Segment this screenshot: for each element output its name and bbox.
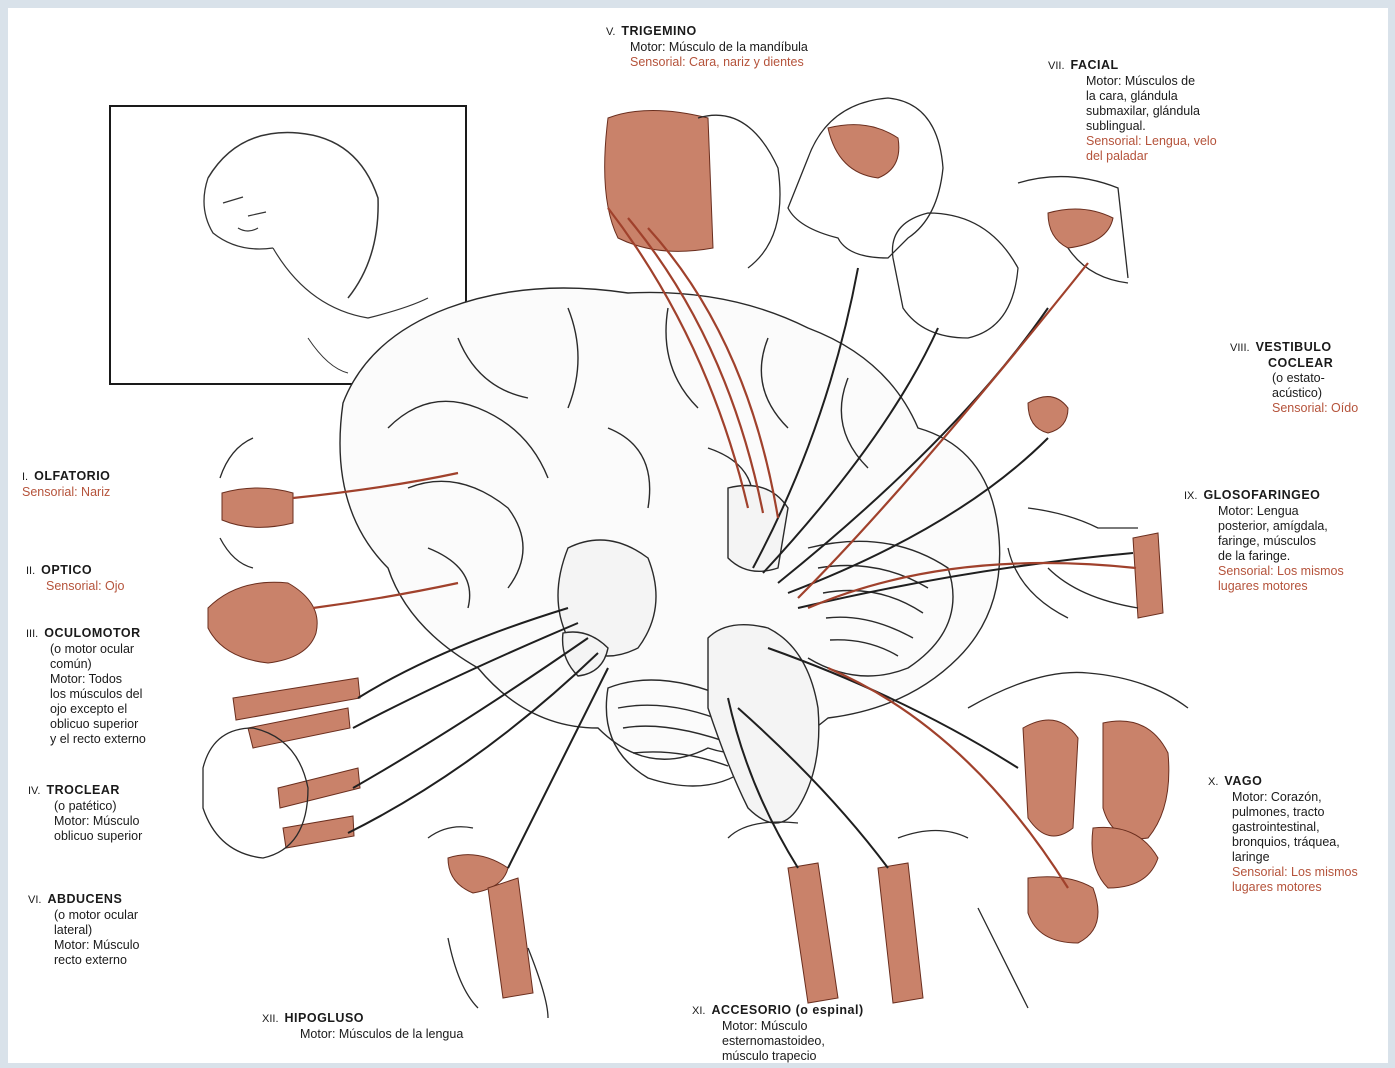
trigeminal-face-region — [605, 111, 713, 252]
nerve-ix-line-2: posterior, amígdala, — [1184, 519, 1344, 534]
nerve-x-sensory-2: lugares motores — [1208, 880, 1358, 895]
nerve-viii-line-3: acústico) — [1230, 386, 1358, 401]
nerve-i-sensory: Sensorial: Nariz — [22, 485, 110, 500]
nerve-iii-number: III. — [26, 628, 38, 640]
nerve-x-number: X. — [1208, 776, 1218, 788]
neck-muscle-left — [488, 878, 533, 998]
nerve-ix-line-1: Motor: Lengua — [1184, 504, 1344, 519]
nerve-ix-sensory-2: lugares motores — [1184, 579, 1344, 594]
tongue-facial — [1048, 209, 1113, 248]
nerve-vi-number: VI. — [28, 894, 41, 906]
nerve-vi-line-3: Motor: Músculo — [28, 938, 139, 953]
nerve-ix-label: IX. GLOSOFARINGEO Motor: Lengua posterior… — [1184, 488, 1344, 594]
nerve-vii-line-1: Motor: Músculos de — [1048, 74, 1217, 89]
nerve-x-label: X.VAGO Motor: Corazón, pulmones, tracto … — [1208, 774, 1358, 895]
nerve-ii-number: II. — [26, 565, 35, 577]
nerve-viii-line-2: (o estato- — [1230, 371, 1358, 386]
nerve-x-line-5: laringe — [1208, 850, 1358, 865]
nerve-ii-sensory: Sensorial: Ojo — [26, 579, 125, 594]
nerve-vi-line-1: (o motor ocular — [28, 908, 139, 923]
nerve-iii-line-1: (o motor ocular — [26, 642, 146, 657]
nerve-iv-name: TROCLEAR — [46, 783, 119, 797]
nerve-ii-name: OPTICO — [41, 563, 92, 577]
nerve-iii-line-6: oblicuo superior — [26, 717, 146, 732]
nerve-x-line-4: bronquios, tráquea, — [1208, 835, 1358, 850]
nerve-x-line-3: gastrointestinal, — [1208, 820, 1358, 835]
nerve-xi-label: XI.ACCESORIO (o espinal) Motor: Músculo … — [692, 1003, 864, 1063]
nerve-vii-name: FACIAL — [1071, 58, 1119, 72]
nerve-xii-name: HIPOGLUSO — [285, 1011, 365, 1025]
brain — [340, 288, 1000, 786]
nerve-iii-line-5: ojo excepto el — [26, 702, 146, 717]
ear-inner — [1028, 397, 1068, 433]
nerve-iv-line-2: Motor: Músculo — [28, 814, 142, 829]
extraocular-muscles — [233, 678, 360, 848]
nerve-vii-sensory-1: Sensorial: Lengua, velo — [1048, 134, 1217, 149]
nerve-x-sensory-1: Sensorial: Los mismos — [1208, 865, 1358, 880]
nerve-vii-line-4: sublingual. — [1048, 119, 1217, 134]
nerve-iii-line-4: los músculos del — [26, 687, 146, 702]
nerve-v-name: TRIGEMINO — [621, 24, 696, 38]
nerve-iv-number: IV. — [28, 785, 40, 797]
nerve-iv-line-3: oblicuo superior — [28, 829, 142, 844]
nerve-i-label: I. OLFATORIO Sensorial: Nariz — [22, 469, 110, 500]
nerve-ix-number: IX. — [1184, 490, 1197, 502]
nerve-vi-line-4: recto externo — [28, 953, 139, 968]
nerve-iii-line-2: común) — [26, 657, 146, 672]
nerve-v-number: V. — [606, 26, 615, 38]
nerve-iii-line-3: Motor: Todos — [26, 672, 146, 687]
stomach-gut — [1028, 827, 1158, 943]
nerve-ix-name: GLOSOFARINGEO — [1203, 488, 1320, 502]
nerve-x-name: VAGO — [1224, 774, 1262, 788]
nerve-vi-line-2: lateral) — [28, 923, 139, 938]
nerve-iv-label: IV.TROCLEAR (o patético) Motor: Músculo … — [28, 783, 142, 844]
nerve-xii-motor: Motor: Músculos de la lengua — [262, 1027, 463, 1042]
nerve-xi-name: ACCESORIO (o espinal) — [711, 1003, 863, 1017]
lungs-heart — [1023, 720, 1169, 839]
nerve-vii-line-2: la cara, glándula — [1048, 89, 1217, 104]
cranial-nerves-illustration — [8, 8, 1388, 1063]
nerve-v-label: V. TRIGEMINO Motor: Músculo de la mandíbu… — [606, 24, 808, 70]
nose-region — [222, 488, 293, 527]
nerve-i-name: OLFATORIO — [34, 469, 110, 483]
nerve-xii-label: XII. HIPOGLUSO Motor: Músculos de la leng… — [262, 1011, 463, 1042]
sternomastoid-muscles — [788, 863, 923, 1003]
nerve-xi-line-2: esternomastoideo, — [692, 1034, 864, 1049]
nerve-viii-label: VIII. VESTIBULO COCLEAR (o estato- acústi… — [1230, 340, 1358, 416]
nerve-vii-number: VII. — [1048, 60, 1065, 72]
nerve-viii-sensory: Sensorial: Oído — [1230, 401, 1358, 416]
nerve-ix-line-3: faringe, músculos — [1184, 534, 1344, 549]
diagram-canvas: V. TRIGEMINO Motor: Músculo de la mandíbu… — [8, 8, 1388, 1063]
nerve-xi-line-1: Motor: Músculo — [692, 1019, 864, 1034]
nerve-viii-name: VESTIBULO — [1256, 340, 1332, 354]
nerve-v-motor: Motor: Músculo de la mandíbula — [606, 40, 808, 55]
nerve-x-line-1: Motor: Corazón, — [1208, 790, 1358, 805]
nerve-i-number: I. — [22, 471, 28, 483]
nerve-viii-line-1: COCLEAR — [1230, 356, 1358, 371]
nerve-ii-label: II. OPTICO Sensorial: Ojo — [26, 563, 125, 594]
nerve-v-sensory: Sensorial: Cara, nariz y dientes — [606, 55, 808, 70]
nerve-vi-label: VI. ABDUCENS (o motor ocular lateral) Mot… — [28, 892, 139, 968]
nerve-ix-sensory-1: Sensorial: Los mismos — [1184, 564, 1344, 579]
nerve-iii-name: OCULOMOTOR — [44, 626, 140, 640]
nerve-vi-name: ABDUCENS — [47, 892, 122, 906]
nerve-xii-number: XII. — [262, 1013, 279, 1025]
cerebral-hemi-facial — [828, 125, 899, 178]
nerve-iv-line-1: (o patético) — [28, 799, 142, 814]
nerve-viii-number: VIII. — [1230, 342, 1250, 354]
nerve-vii-label: VII. FACIAL Motor: Músculos de la cara, g… — [1048, 58, 1217, 164]
nerve-vii-sensory-2: del paladar — [1048, 149, 1217, 164]
nerve-x-line-2: pulmones, tracto — [1208, 805, 1358, 820]
nerve-vii-line-3: submaxilar, glándula — [1048, 104, 1217, 119]
nerve-xi-number: XI. — [692, 1005, 705, 1017]
nerve-iii-label: III. OCULOMOTOR (o motor ocular común) Mo… — [26, 626, 146, 747]
eye-globe-optic — [208, 582, 317, 663]
nerve-iii-line-7: y el recto externo — [26, 732, 146, 747]
nerve-ix-line-4: de la faringe. — [1184, 549, 1344, 564]
nerve-xi-line-3: músculo trapecio — [692, 1049, 864, 1063]
pharynx-region — [1133, 533, 1163, 618]
